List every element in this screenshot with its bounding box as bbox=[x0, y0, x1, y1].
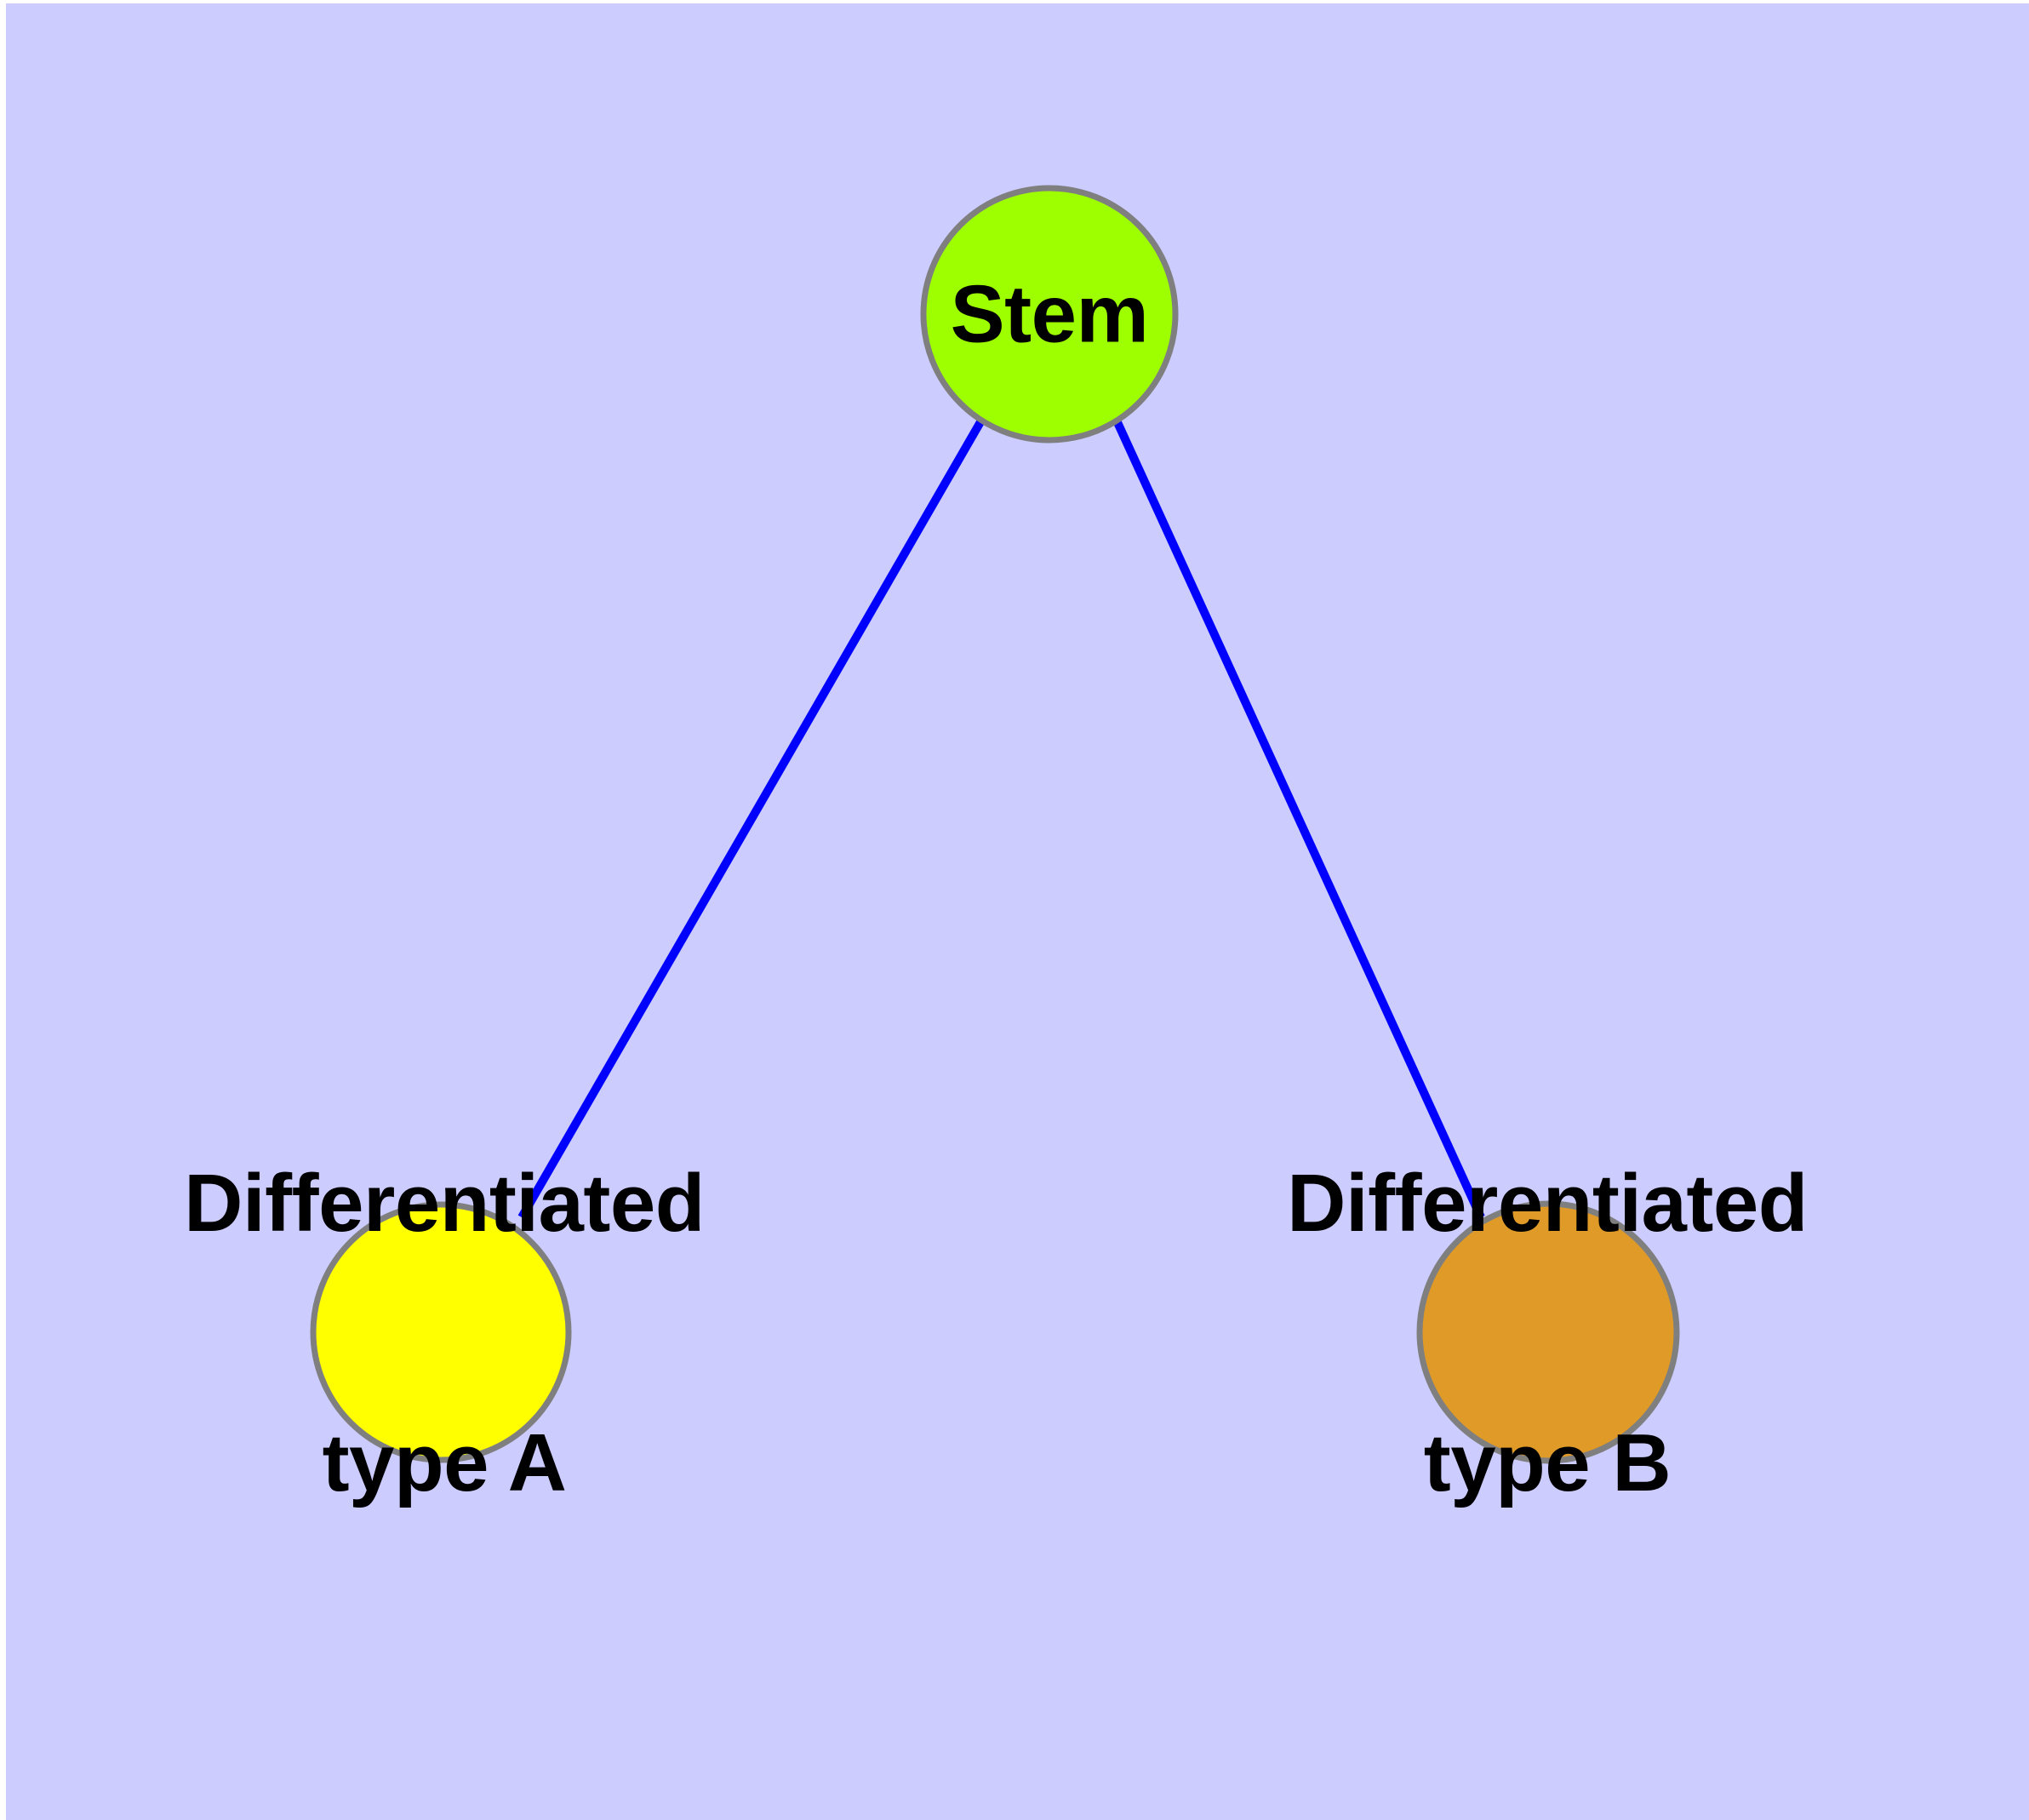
edge-group bbox=[517, 418, 1485, 1220]
node-group bbox=[310, 185, 1680, 1464]
node-differentiated-type-b[interactable] bbox=[1416, 1200, 1680, 1464]
edge-stem-to-differentiated-type-b[interactable] bbox=[1112, 418, 1485, 1220]
edge-stem-to-differentiated-type-a[interactable] bbox=[517, 418, 986, 1220]
node-stem[interactable] bbox=[920, 185, 1179, 444]
node-differentiated-type-a[interactable] bbox=[310, 1201, 572, 1463]
